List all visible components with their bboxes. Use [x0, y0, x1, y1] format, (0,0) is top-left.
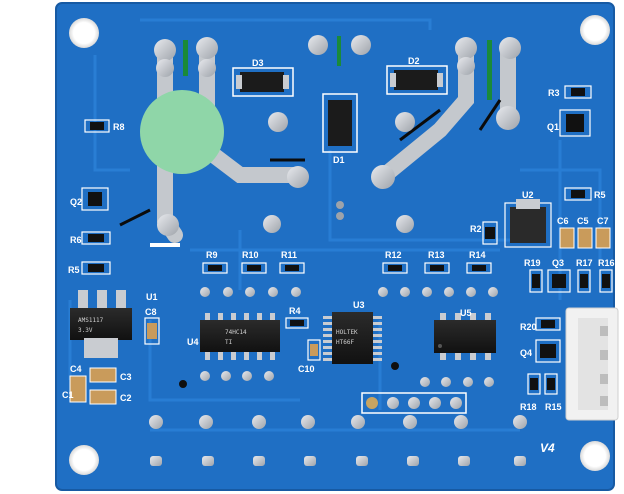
diode-d2: D2 — [386, 56, 448, 95]
label-r5-left: R5 — [68, 265, 80, 275]
regulator-u2: U2 — [504, 190, 552, 248]
regulator-marking: AMS1117 — [78, 317, 104, 324]
label-d3: D3 — [252, 58, 264, 68]
resistor-r2: R2 — [470, 221, 498, 245]
label-r19: R19 — [524, 258, 541, 268]
resistor-r8: R8 — [84, 119, 125, 133]
label-r12: R12 — [385, 250, 402, 260]
version-label: V4 — [540, 441, 555, 455]
label-c7: C7 — [597, 216, 609, 226]
center-top-pads — [263, 35, 415, 233]
via-row-upper — [200, 287, 498, 297]
label-r2: R2 — [470, 224, 482, 234]
u4-marking-1: 74HC14 — [225, 329, 247, 336]
label-r17: R17 — [576, 258, 593, 268]
resistor-r3: R3 — [548, 85, 592, 99]
capacitor-c10: C10 — [298, 339, 321, 374]
label-r8: R8 — [113, 122, 125, 132]
transistor-q1: Q1 — [547, 109, 591, 137]
ic-u5: U5 — [434, 308, 496, 360]
pad-row-bottom — [149, 415, 527, 429]
label-u3: U3 — [353, 300, 365, 310]
label-r6: R6 — [70, 235, 82, 245]
copper-traces — [68, 18, 602, 432]
capacitors-c6-c7: C6 C5 C7 — [557, 216, 611, 249]
label-q3: Q3 — [552, 258, 564, 268]
label-c8: C8 — [145, 307, 157, 317]
label-u5: U5 — [460, 308, 472, 318]
ic-u3: HOLTEK HT66F U3 — [323, 300, 382, 364]
resistor-r5-left: R5 — [68, 261, 111, 275]
right-middle-cluster: R19 Q3 R17 R16 — [524, 258, 615, 293]
transistor-q2: Q2 — [70, 187, 109, 211]
u3-marking-2: HT66F — [336, 339, 354, 346]
label-r16: R16 — [598, 258, 615, 268]
label-q4: Q4 — [520, 348, 532, 358]
label-r4: R4 — [289, 306, 301, 316]
label-r11: R11 — [281, 250, 297, 260]
ic-u4: 74HC14 TI U4 — [187, 313, 280, 360]
diode-d3: D3 — [232, 58, 294, 97]
capacitor-c8: C8 — [144, 307, 160, 345]
label-q2: Q2 — [70, 197, 82, 207]
green-dot — [140, 90, 224, 174]
label-u1: U1 — [146, 292, 158, 302]
label-r18: R18 — [520, 402, 537, 412]
label-r3: R3 — [548, 88, 560, 98]
label-c3: C3 — [120, 372, 132, 382]
u3-marking-1: HOLTEK — [336, 329, 358, 336]
label-u4: U4 — [187, 337, 199, 347]
resistor-r4: R4 — [285, 306, 309, 329]
label-d1: D1 — [333, 155, 345, 165]
via-row-lower — [179, 362, 494, 388]
mounting-holes — [69, 15, 610, 475]
label-q1: Q1 — [547, 122, 559, 132]
label-d2: D2 — [408, 56, 420, 66]
label-r20: R20 — [520, 322, 537, 332]
capacitors-c1-c4: C4 C3 C2 C1 — [62, 364, 132, 405]
u4-marking-2: TI — [225, 339, 233, 346]
label-r10: R10 — [242, 250, 259, 260]
label-r5: R5 — [594, 190, 606, 200]
label-r13: R13 — [428, 250, 445, 260]
resistor-row-top: R9 R10 R11 R12 R13 R14 — [202, 250, 492, 274]
resistor-r5: R5 — [564, 187, 606, 201]
label-c2: C2 — [120, 393, 132, 403]
diode-d1: D1 — [322, 93, 358, 165]
label-c5: C5 — [577, 216, 589, 226]
label-u2: U2 — [522, 190, 534, 200]
regulator-sub-marking: 3.3V — [78, 327, 93, 334]
edge-pins — [150, 456, 526, 466]
resistor-r6: R6 — [70, 231, 111, 245]
regulator-ams1117: AMS1117 3.3V U1 — [70, 290, 158, 358]
connector-white — [565, 307, 619, 421]
terminal-right — [371, 37, 521, 189]
label-c4: C4 — [70, 364, 82, 374]
label-c1: C1 — [62, 390, 74, 400]
right-lower-cluster: R20 Q4 R18 R15 — [520, 317, 562, 412]
header-pins — [361, 392, 467, 414]
label-c10: C10 — [298, 364, 315, 374]
label-r14: R14 — [469, 250, 486, 260]
label-r15: R15 — [545, 402, 562, 412]
label-c6: C6 — [557, 216, 569, 226]
label-r9: R9 — [206, 250, 218, 260]
